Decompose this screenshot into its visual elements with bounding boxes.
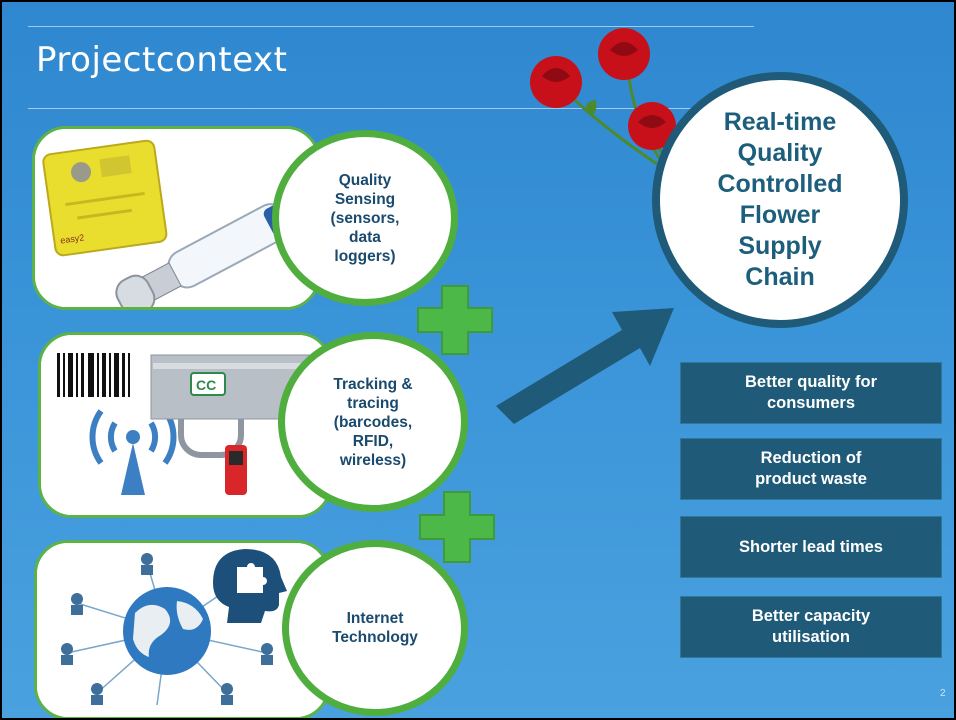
slide-title: Projectcontext [36,40,288,80]
goal-label: Real-time Quality Controlled Flower Supp… [717,108,843,291]
plus-icon [417,285,493,355]
tracking-tracing-circle: Tracking & tracing (barcodes, RFID, wire… [278,332,468,512]
title-rule-top [28,26,754,27]
svg-text:easy2: easy2 [60,232,85,245]
goal-circle: Real-time Quality Controlled Flower Supp… [652,72,908,328]
sensor-device-image: easy2 [35,129,317,307]
page-number: 2 [940,688,946,699]
quality-sensing-label: Quality Sensing (sensors, data loggers) [330,171,400,265]
arrow-icon [496,308,674,424]
svg-text:CC: CC [196,377,216,393]
internet-technology-label: Internet Technology [332,610,418,646]
title-rule-bottom [28,108,754,109]
barcode-rfid-image: CC [41,335,329,515]
benefit-box: Shorter lead times [680,516,942,578]
internet-image-card [34,540,330,718]
benefit-box: Better capacity utilisation [680,596,942,658]
tracking-tracing-label: Tracking & tracing (barcodes, RFID, wire… [333,375,413,469]
roses-image [530,28,682,178]
benefit-box: Reduction of product waste [680,438,942,500]
globe-network-image [37,543,327,717]
quality-sensing-circle: Quality Sensing (sensors, data loggers) [272,130,458,306]
plus-icon [419,491,495,563]
internet-technology-circle: Internet Technology [282,540,468,716]
benefit-box: Better quality for consumers [680,362,942,424]
